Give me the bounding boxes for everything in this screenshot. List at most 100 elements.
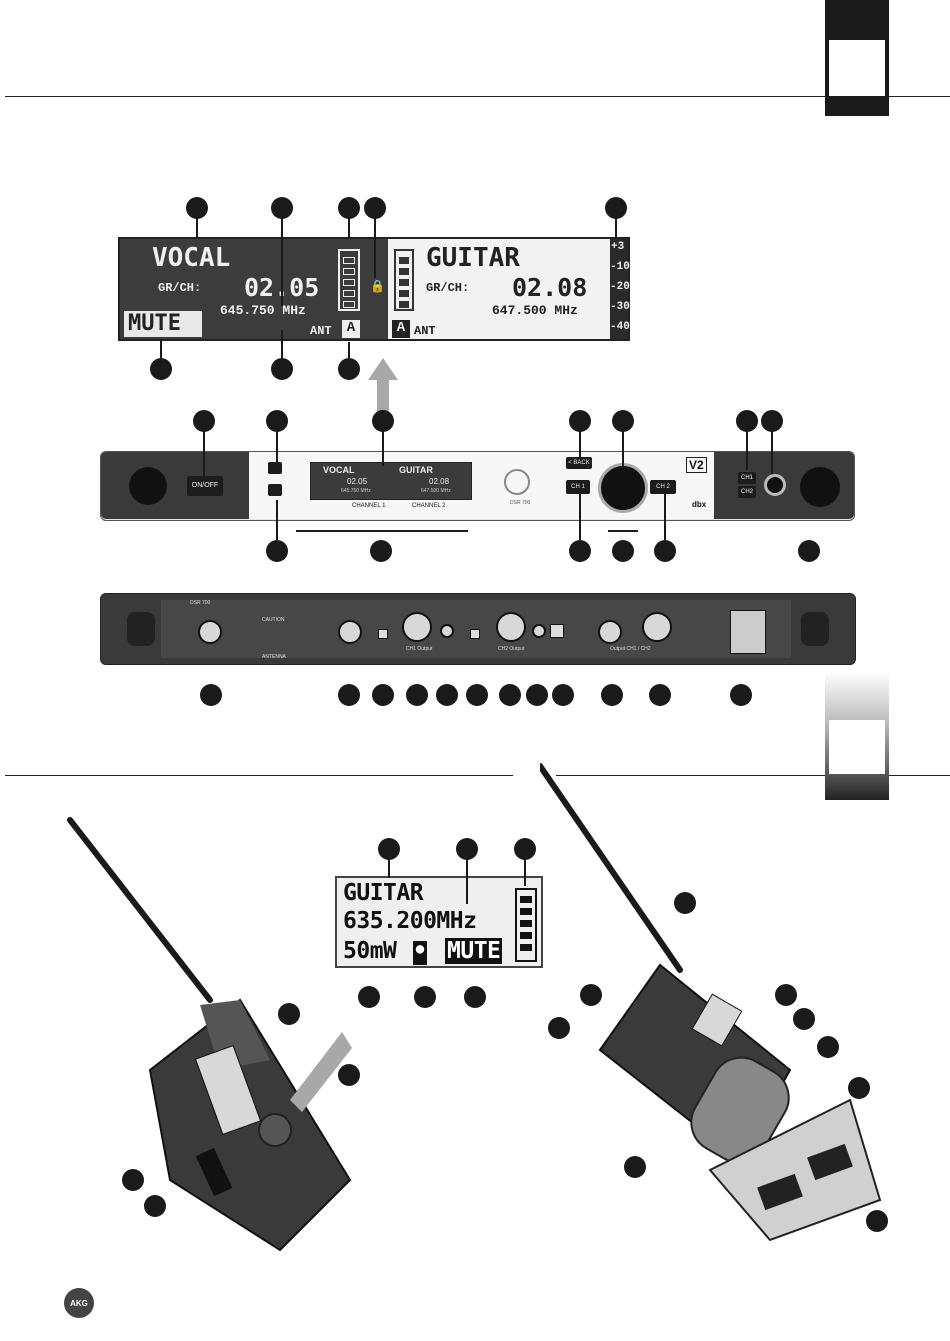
bp-channel-name: GUITAR	[343, 880, 424, 906]
jack-output-1[interactable]	[440, 624, 454, 638]
mini-ch1-name: VOCAL	[323, 465, 355, 475]
middle-rule-right	[556, 775, 950, 776]
callout-marker	[372, 410, 394, 432]
bracket-line	[608, 530, 638, 532]
mini-ch1-grch: 02.05	[347, 477, 368, 486]
middle-rule-left	[5, 775, 513, 776]
callout-marker	[406, 684, 428, 706]
bp-frequency: 635.200MHz	[343, 908, 477, 934]
callout-marker	[364, 197, 386, 219]
callout-marker	[605, 197, 627, 219]
ch1-ant-label: ANT	[310, 324, 332, 338]
ethernet-port[interactable]	[550, 624, 564, 638]
callout-marker	[612, 410, 634, 432]
callout-marker	[793, 1008, 815, 1030]
callout-marker	[464, 986, 486, 1008]
phones-ch2-button[interactable]: CH2	[738, 486, 756, 498]
bp-mute-indicator: MUTE	[445, 938, 503, 964]
headphone-jack[interactable]	[764, 474, 786, 496]
callout-marker	[338, 684, 360, 706]
callout-marker	[848, 1077, 870, 1099]
mount-hole	[800, 467, 840, 507]
callout-marker	[866, 1210, 888, 1232]
callout-marker	[649, 684, 671, 706]
callout-marker	[414, 986, 436, 1008]
ch1-mute-indicator: MUTE	[124, 311, 202, 337]
back-button[interactable]: < BACK	[566, 457, 592, 469]
bodypack-lcd: GUITAR 635.200MHz 50mW ● MUTE	[335, 876, 543, 968]
callout-marker	[817, 1036, 839, 1058]
channel-2-label: CHANNEL 2	[412, 503, 446, 509]
callout-marker	[624, 1156, 646, 1178]
ch2-battery-icon	[394, 249, 414, 311]
callout-marker	[775, 984, 797, 1006]
akg-front-logo	[504, 469, 530, 495]
brand-label: dbx	[692, 500, 707, 509]
antenna-b-connector[interactable]	[338, 620, 362, 644]
section-tab-middle	[825, 672, 889, 800]
level-meter-scale: +3 -10 -20 -30 -40	[610, 239, 630, 339]
mount-hole	[129, 467, 167, 505]
output-label-1: CH1 Output	[406, 646, 433, 652]
callout-marker	[601, 684, 623, 706]
callout-marker	[674, 892, 696, 914]
ground-lift-switch-1[interactable]	[378, 629, 388, 639]
output-label-3: Output CH1 / CH2	[610, 646, 651, 652]
callout-marker	[370, 540, 392, 562]
bracket-line	[296, 530, 468, 532]
xlr-output-mix[interactable]	[642, 612, 672, 642]
callout-marker	[200, 684, 222, 706]
ground-lift-switch-2[interactable]	[470, 629, 480, 639]
meter-tick: -10	[610, 261, 630, 273]
akg-logo: AKG	[64, 1288, 94, 1318]
lcd-channel-2: GUITAR GR/CH: 02.08 647.500 MHz A ANT	[388, 239, 610, 339]
ch2-grch-value: 02.08	[512, 273, 588, 302]
callout-marker	[526, 684, 548, 706]
callout-marker	[612, 540, 634, 562]
callout-marker	[193, 410, 215, 432]
ch2-ant-value: A	[392, 320, 410, 338]
front-mini-display: VOCAL 02.05 645.750 MHz GUITAR 02.08 647…	[310, 462, 472, 500]
caution-label: CAUTION	[262, 617, 285, 623]
ch1-name: VOCAL	[152, 243, 231, 273]
callout-marker	[358, 986, 380, 1008]
power-inlet[interactable]	[730, 610, 766, 654]
select-button[interactable]	[268, 462, 282, 474]
jack-output-2[interactable]	[532, 624, 546, 638]
phones-ch1-button[interactable]: CH1	[738, 472, 756, 484]
callout-marker	[271, 358, 293, 380]
ch2-button[interactable]: CH 2	[650, 480, 676, 494]
callout-marker	[338, 358, 360, 380]
mount-hole	[127, 612, 155, 646]
tone-button[interactable]	[268, 484, 282, 496]
callout-marker	[798, 540, 820, 562]
bodypack-front-illustration	[67, 817, 352, 1252]
rear-model-label: DSR 700	[190, 600, 211, 606]
rack-ear-left: ON/OFF	[101, 452, 249, 519]
xlr-output-2[interactable]	[496, 612, 526, 642]
callout-marker	[548, 1017, 570, 1039]
ch1-battery-icon	[338, 249, 360, 311]
ch1-button[interactable]: CH 1	[566, 480, 590, 494]
callout-marker	[144, 1195, 166, 1217]
callout-marker	[514, 838, 536, 860]
callout-marker	[372, 684, 394, 706]
callout-marker	[552, 684, 574, 706]
callout-marker	[654, 540, 676, 562]
ch2-ant-label: ANT	[414, 324, 436, 338]
antenna-a-connector[interactable]	[198, 620, 222, 644]
mini-ch1-freq: 645.750 MHz	[341, 488, 371, 494]
lcd-channel-1: VOCAL GR/CH: 02.05 645.750 MHz MUTE ANT …	[120, 239, 386, 339]
callout-marker	[338, 197, 360, 219]
xlr-output-1[interactable]	[402, 612, 432, 642]
receiver-front-panel: ON/OFF CH1 CH2	[100, 451, 855, 521]
ch1-ant-value: A	[342, 320, 360, 338]
callout-marker	[456, 838, 478, 860]
control-wheel[interactable]	[598, 463, 648, 513]
power-button[interactable]: ON/OFF	[187, 476, 223, 496]
mini-ch2-grch: 02.08	[429, 477, 450, 486]
meter-tick: -30	[610, 301, 630, 313]
meter-tick: +3	[611, 241, 625, 253]
bnc-output[interactable]	[598, 620, 622, 644]
callout-marker	[266, 540, 288, 562]
